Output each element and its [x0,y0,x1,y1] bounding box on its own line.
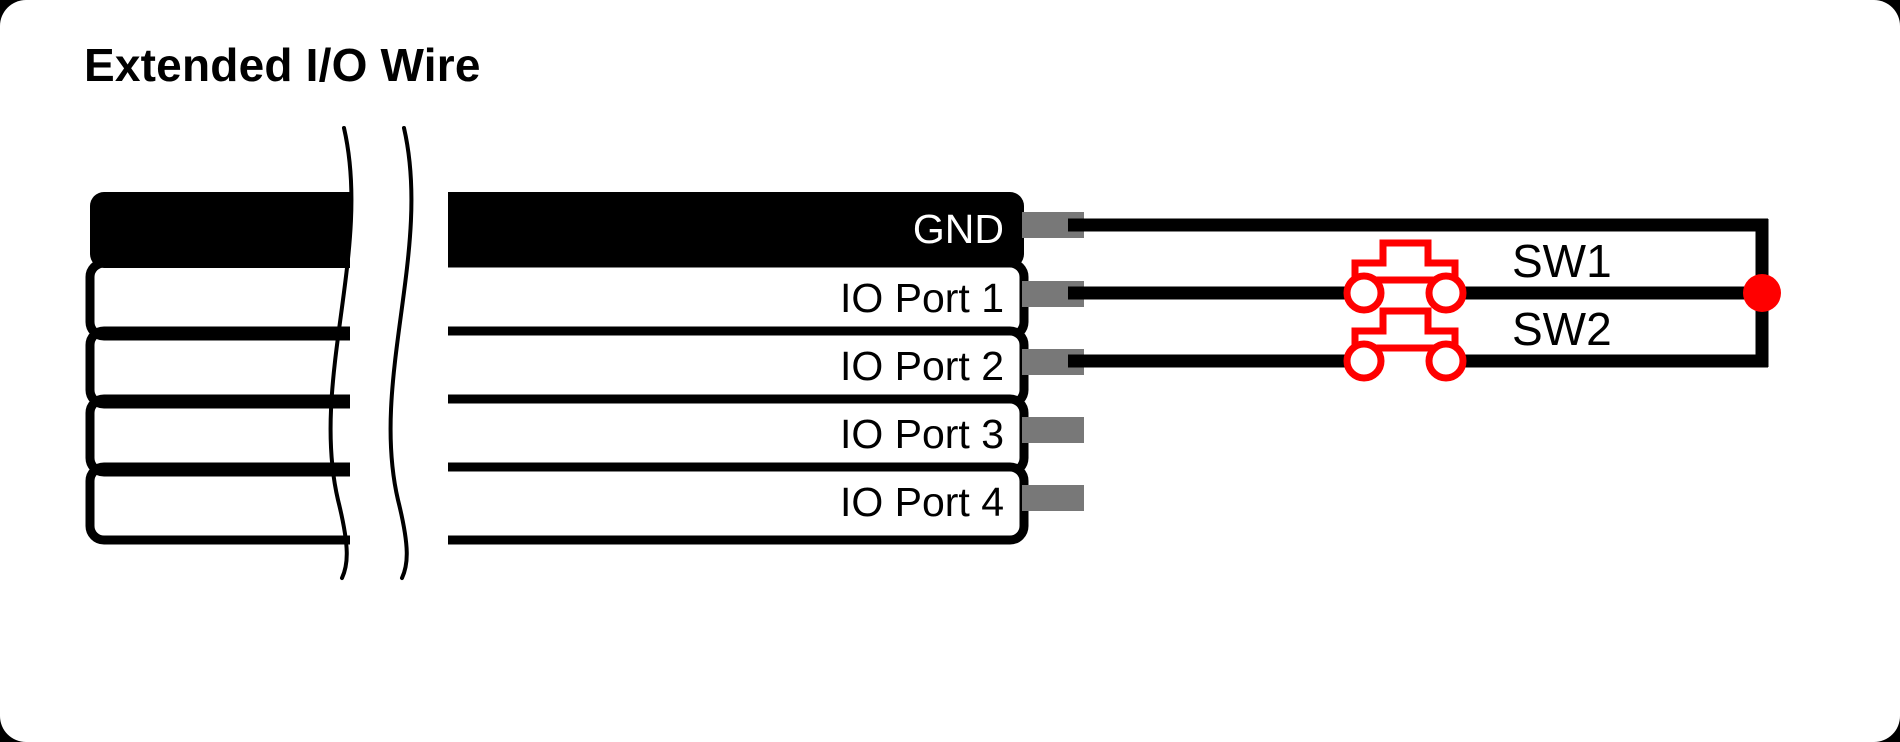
connector-row-gnd[interactable] [448,192,1024,268]
sw2-plunger-cap [1351,307,1459,352]
junction-dot [1743,274,1781,312]
connector-label-port3: IO Port 3 [839,411,1004,457]
page-title: Extended I/O Wire [84,39,481,91]
pin-tab-port3 [1022,417,1084,443]
connector-label-port2: IO Port 2 [839,343,1004,389]
switch-label-sw1: SW1 [1512,235,1612,287]
left-stub-port4 [85,462,350,545]
connector-block [448,192,1029,545]
left-stub-gnd [90,192,350,268]
connector-label-port4: IO Port 4 [839,479,1004,525]
left-stub-port2 [85,326,350,409]
connector-label-port1: IO Port 1 [839,275,1004,321]
left-ribbon-segment [85,192,350,545]
break-squiggle-right [388,126,414,580]
circuit-wiring [1068,218,1769,368]
connector-label-gnd: GND [912,206,1004,252]
sw2-terminal-left [1343,340,1385,382]
sw2-terminal-right [1425,340,1467,382]
switch-symbol-sw1[interactable] [1343,239,1467,314]
left-stub-port3 [85,394,350,477]
pin-tabs [1022,212,1084,511]
pin-tab-port4 [1022,485,1084,511]
switch-label-sw2: SW2 [1512,303,1612,355]
break-squiggle-left [328,126,354,580]
sw1-plunger-cap [1351,239,1459,284]
sw1-terminal-right [1425,272,1467,314]
sw1-terminal-left [1343,272,1385,314]
left-stub-port1 [85,258,350,341]
switch-symbol-sw2[interactable] [1343,307,1467,382]
cable-break-indicator [328,126,414,580]
